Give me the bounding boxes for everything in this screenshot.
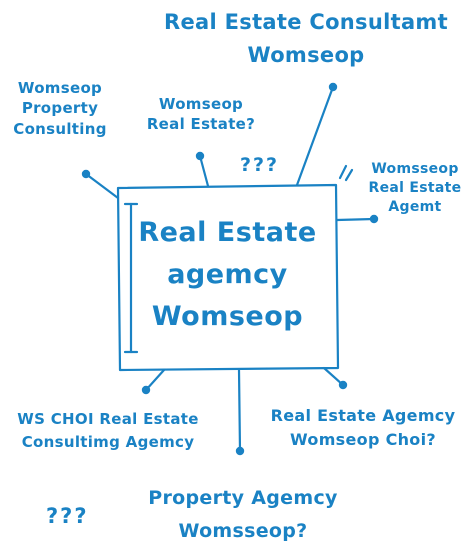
label-lower-right-line-2: Womseop Choi? (290, 430, 436, 449)
label-lower-left-line-1: WS CHOI Real Estate (17, 410, 199, 428)
label-right: Womsseop Real Estate Agemt (360, 160, 470, 217)
center-line-1: Real Estate (138, 217, 317, 248)
connector-upper-mid (198, 154, 210, 188)
node-dot-upper-mid (195, 151, 205, 161)
emphasis-stroke-2 (344, 168, 354, 182)
label-upper-left-line-1: Womseop (17, 79, 103, 97)
label-upper-left-line-3: Consulting (13, 119, 107, 138)
connector-upper-left (84, 172, 120, 200)
connector-lower-left (144, 368, 166, 392)
node-dot-top (328, 82, 338, 92)
label-top-line-2: Womseop (247, 42, 365, 67)
label-bottom-line-2: Womsseop? (178, 520, 308, 543)
node-dot-bottom (235, 446, 245, 456)
label-top-line-1: Real Estate Consultamt (164, 10, 448, 34)
label-lower-left-line-2: Consultimg Agemcy (21, 433, 195, 452)
label-right-line-2: Real Estate (368, 179, 462, 196)
center-box-outline (116, 183, 340, 372)
label-upper-left: Womseop Property Consulting (4, 78, 116, 139)
label-top: Real Estate Consultamt Womseop (148, 6, 464, 71)
question-marks-bottom-left: ??? (46, 504, 89, 528)
center-line-3: Womseop (151, 300, 304, 332)
label-right-line-3: Agemt (388, 198, 442, 215)
connector-top (295, 85, 335, 187)
label-right-line-1: Womsseop (371, 161, 459, 177)
node-dot-right (369, 214, 379, 224)
label-bottom-line-1: Property Agemcy (148, 487, 338, 509)
label-upper-left-line-2: Property (21, 99, 99, 118)
emphasis-stroke-1 (338, 164, 348, 180)
connector-bottom (237, 368, 242, 453)
connector-lower-right (322, 366, 345, 387)
node-dot-lower-right (338, 380, 348, 390)
center-box-text: Real Estate agemcy Womseop (120, 212, 335, 338)
label-lower-right: Real Estate Agemcy Womseop Choi? (254, 404, 472, 452)
label-bottom: Property Agemcy Womsseop? (120, 482, 366, 549)
question-marks-mid: ??? (240, 154, 280, 176)
label-upper-mid: Womseop Real Estate? (132, 94, 270, 135)
label-lower-left: WS CHOI Real Estate Consultimg Agemcy (2, 408, 214, 455)
center-line-2: agemcy (167, 258, 288, 290)
node-dot-lower-left (141, 385, 151, 395)
label-lower-right-line-1: Real Estate Agemcy (270, 406, 456, 425)
node-dot-upper-left (81, 169, 91, 179)
label-upper-mid-line-2: Real Estate? (146, 115, 256, 134)
connector-right (335, 217, 376, 222)
label-upper-mid-line-1: Womseop (158, 95, 244, 113)
